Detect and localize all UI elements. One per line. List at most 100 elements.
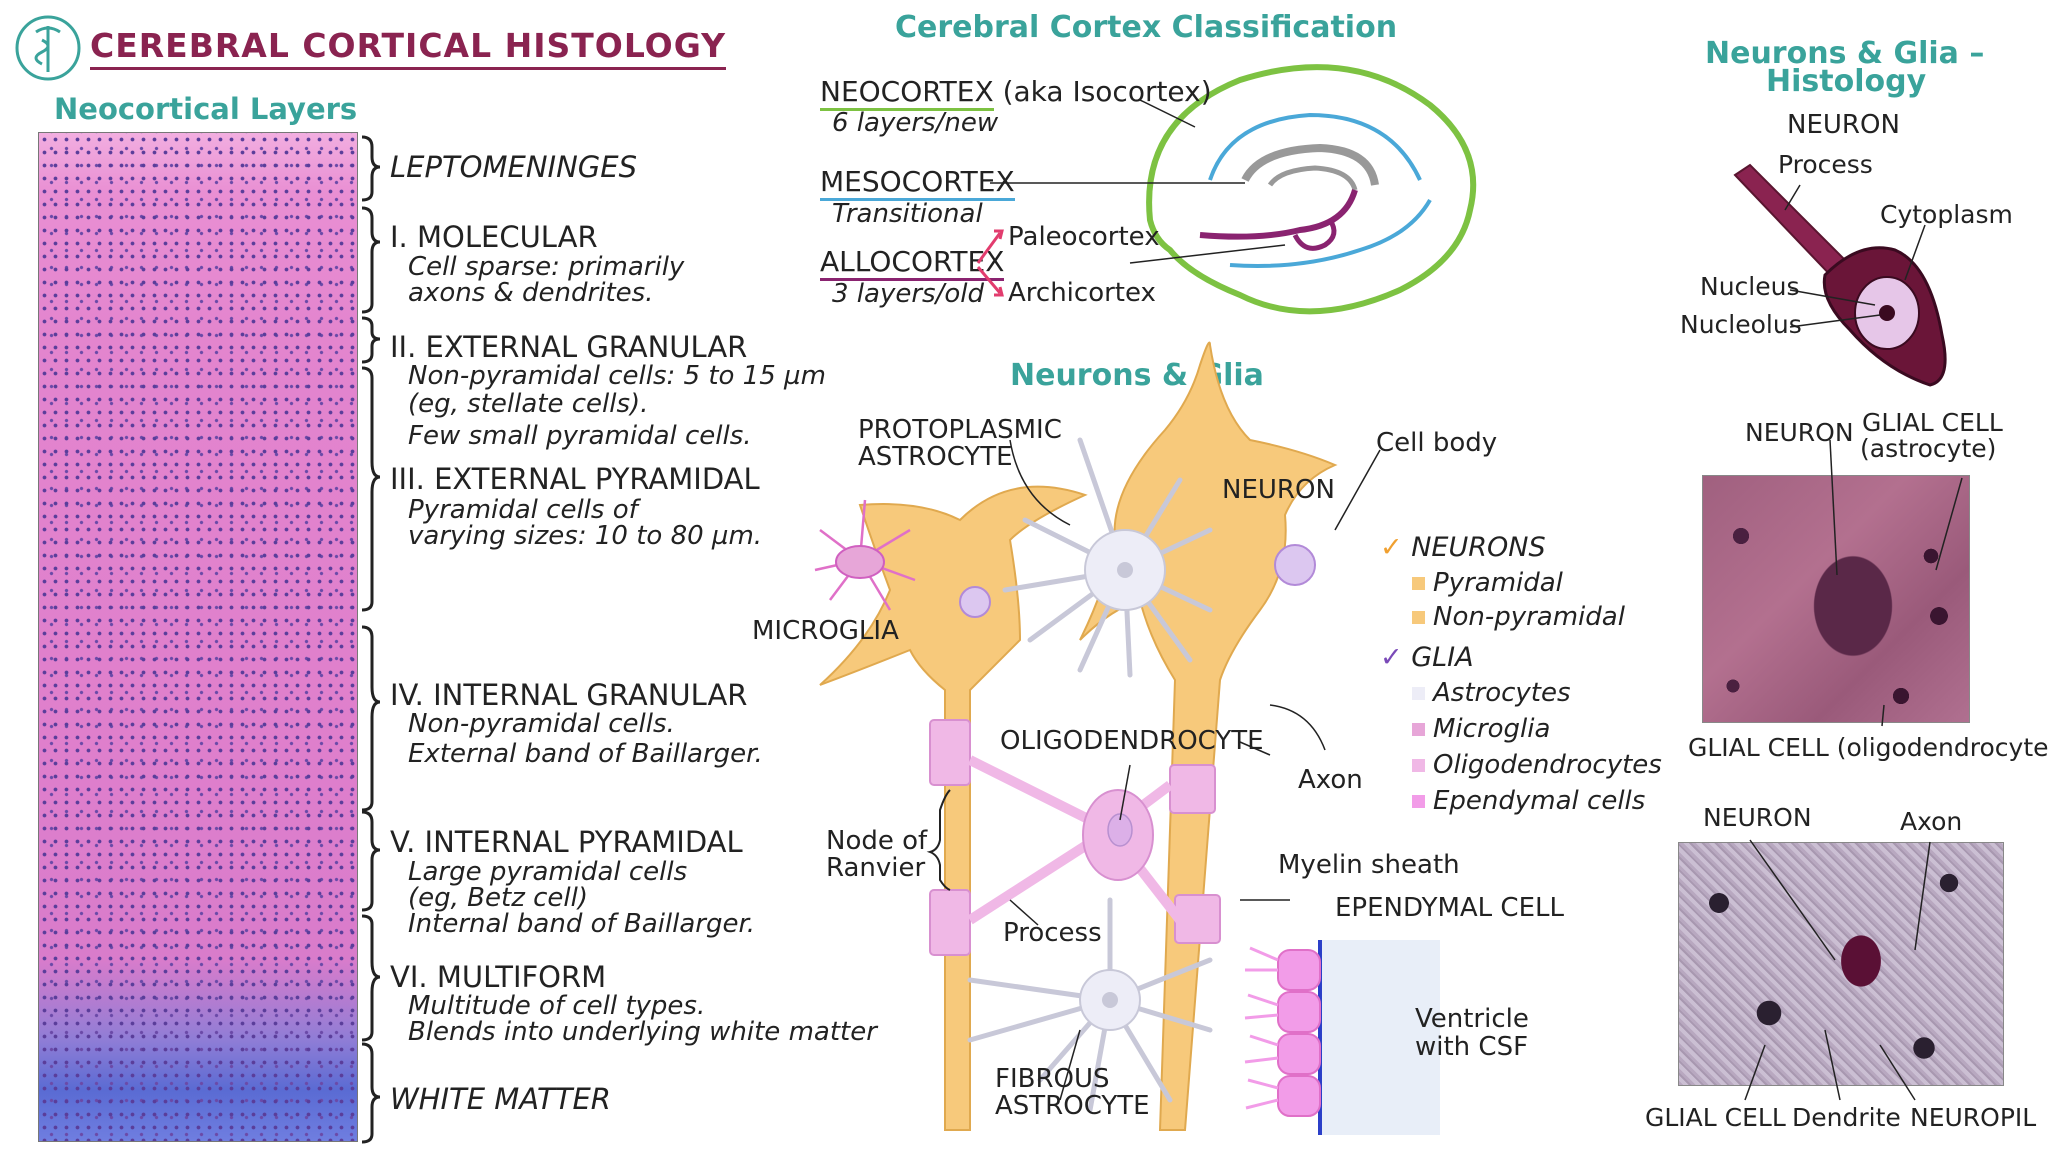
legend-non-pyramidal: Non-pyramidal [1412,602,1662,642]
legend-square-icon [1412,723,1425,736]
neocortex-aka: (aka Isocortex) [1002,75,1212,108]
brain-sagittal-diagram [1146,64,1477,315]
histology-title-1: Neurons & Glia – [1705,36,1985,71]
neocortex-label: NEOCORTEX (aka Isocortex) [820,75,1212,111]
neocortex-term: NEOCORTEX [820,75,994,111]
process-schematic-label: Process [1778,150,1873,179]
legend-square-icon [1412,795,1425,808]
node-of-ranvier-label-2: Ranvier [826,853,926,883]
legend-pyramidal-text: Pyramidal [1433,568,1563,598]
img1-leaders [1829,440,1963,727]
legend-square-icon [1412,577,1425,590]
layer-5-desc-3: Internal band of Baillarger. [408,909,756,939]
process-label: Process [1003,918,1102,948]
microglia-label: MICROGLIA [752,616,899,646]
layer-braces [361,135,381,1144]
neuron-schematic [1733,163,1947,387]
img1-oligodendrocyte-label: GLIAL CELL (oligodendrocyte) [1688,733,2048,762]
legend-glia: ✓ GLIA [1380,642,1662,678]
legend-ependymal: Ependymal cells [1412,786,1662,822]
legend-oligodendrocytes: Oligodendrocytes [1412,750,1662,786]
ependymal-cell-label: EPENDYMAL CELL [1335,893,1564,923]
layer-4-desc-2: External band of Baillarger. [408,739,763,769]
neurons-glia-title: Neurons & Glia [1010,358,1264,393]
legend-microglia: Microglia [1412,714,1662,750]
img2-dendrite-label: Dendrite [1792,1103,1901,1132]
layer-5-name: V. INTERNAL PYRAMIDAL [390,825,743,859]
layer-6-name: VI. MULTIFORM [390,960,607,994]
layer-3-desc-1: Pyramidal cells of [408,495,638,525]
layer-6-desc-2: Blends into underlying white matter [408,1017,877,1047]
allocortex-arrows [976,229,1286,297]
mesocortex-leader [990,182,1245,184]
node-of-ranvier-label-1: Node of [826,826,928,856]
layer-5-desc-2: (eg, Betz cell) [408,883,588,913]
legend-ependymal-text: Ependymal cells [1433,786,1646,816]
legend-astrocytes: Astrocytes [1412,678,1662,714]
page-title: CEREBRAL CORTICAL HISTOLOGY [90,26,726,70]
fibrous-astrocyte-label-2: ASTROCYTE [995,1091,1150,1121]
layer-2-desc-3: Few small pyramidal cells. [408,421,752,451]
ventricle-label-2: with CSF [1415,1032,1529,1062]
layer-6-desc-1: Multitude of cell types. [408,991,706,1021]
layer-1-desc-2: axons & dendrites. [408,278,654,308]
layer-4-desc-1: Non-pyramidal cells. [408,709,675,739]
layer-2-name: II. EXTERNAL GRANULAR [390,330,748,364]
check-icon: ✓ [1380,642,1403,673]
neuron-schematic-title: NEURON [1787,110,1900,140]
myelin-sheath-label: Myelin sheath [1278,850,1460,880]
check-icon: ✓ [1380,532,1403,563]
protoplasmic-astrocyte-label-1: PROTOPLASMIC [858,415,1062,445]
img2-leaders [1744,839,1931,1101]
neocortical-layers-title: Neocortical Layers [54,92,358,126]
legend-neurons: ✓ NEURONS [1380,532,1662,568]
img1-glial-label-2: (astrocyte) [1860,434,1997,463]
layer-leptomeninges: LEPTOMENINGES [390,150,637,184]
allocortex-sub: 3 layers/old [832,279,984,309]
legend-pyramidal: Pyramidal [1412,568,1662,602]
nucleus-label: Nucleus [1700,272,1800,301]
layer-3-name: III. EXTERNAL PYRAMIDAL [390,462,760,496]
allocortex-term: ALLOCORTEX [820,245,1005,281]
legend-square-icon [1412,687,1425,700]
legend-square-icon [1412,611,1425,624]
cell-legend: ✓ NEURONS Pyramidal Non-pyramidal ✓ GLIA… [1380,532,1662,822]
neocortex-sub: 6 layers/new [832,108,999,138]
legend-non-pyramidal-text: Non-pyramidal [1433,602,1625,632]
neocortex-leader [1140,99,1196,128]
oligodendrocyte-label: OLIGODENDROCYTE [1000,726,1264,756]
legend-astrocytes-text: Astrocytes [1433,678,1571,708]
cell-body-label: Cell body [1376,428,1498,458]
mesocortex-term: MESOCORTEX [820,165,1015,201]
img2-neuron-label: NEURON [1703,803,1812,832]
layer-3-desc-2: varying sizes: 10 to 80 µm. [408,521,763,551]
img1-neuron-label: NEURON [1745,418,1854,447]
cytoplasm-label: Cytoplasm [1880,200,2013,229]
classification-title: Cerebral Cortex Classification [895,10,1398,45]
histology-title-2: Histology [1766,64,1927,99]
nucleolus-label: Nucleolus [1680,310,1802,339]
img2-axon-label: Axon [1900,807,1963,836]
img2-neuropil-label: NEUROPIL [1910,1103,2037,1132]
img1-glial-label-1: GLIAL CELL [1862,408,2003,437]
mesocortex-sub: Transitional [832,199,983,229]
img2-glial-label: GLIAL CELL [1645,1103,1786,1132]
layer-1-desc-1: Cell sparse: primarily [408,252,685,282]
layer-5-desc-1: Large pyramidal cells [408,857,688,887]
axon-label: Axon [1298,765,1363,795]
legend-square-icon [1412,759,1425,772]
caduceus-logo-icon [15,15,81,81]
ventricle-label-1: Ventricle [1415,1004,1529,1034]
layer-2-desc-1: Non-pyramidal cells: 5 to 15 µm [408,361,826,391]
layer-2-desc-2: (eg, stellate cells). [408,389,649,419]
layer-white-matter: WHITE MATTER [390,1082,611,1116]
neocortex-histology-image [38,132,358,1142]
layer-4-name: IV. INTERNAL GRANULAR [390,678,748,712]
legend-microglia-text: Microglia [1433,714,1551,744]
fibrous-astrocyte-label-1: FIBROUS [995,1064,1110,1094]
legend-neurons-text: NEURONS [1411,532,1546,563]
neuron-label: NEURON [1222,475,1335,505]
paleocortex-label: Paleocortex [1008,222,1160,252]
legend-glia-text: GLIA [1411,642,1474,673]
archicortex-label: Archicortex [1008,278,1156,308]
